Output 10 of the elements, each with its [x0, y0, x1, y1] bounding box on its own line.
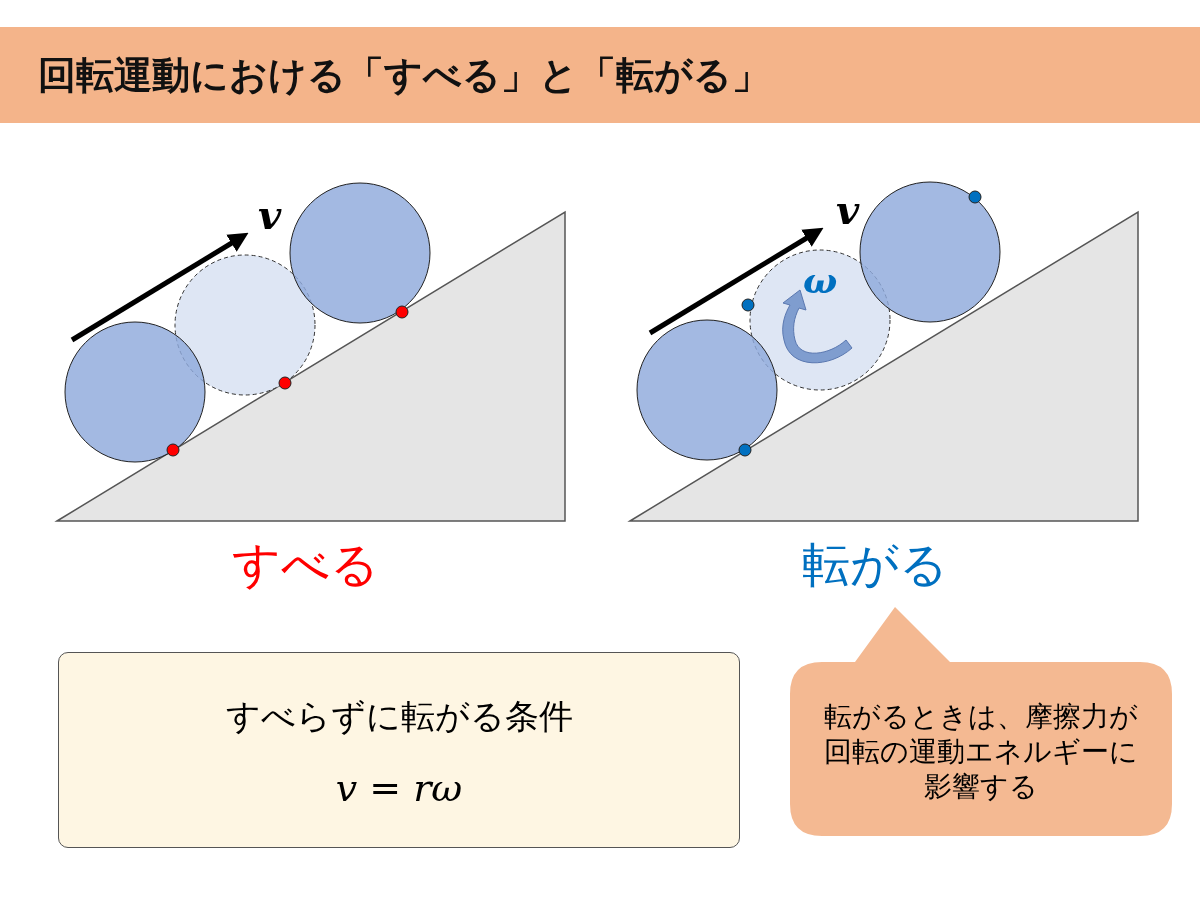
title: 回転運動における「すべる」と「転がる」	[38, 52, 770, 99]
variable-label: v	[836, 190, 860, 230]
caption: 転がる	[801, 540, 949, 588]
variable-label: v	[258, 195, 282, 235]
caption: すべる	[230, 540, 380, 588]
callout-text: 転がるときは、摩擦力が回転の運動エネルギーに影響する	[823, 699, 1139, 804]
formula: v = rω	[334, 765, 464, 812]
condition-heading: すべらずに転がる条件	[224, 695, 574, 738]
variable-label: ω	[803, 262, 838, 298]
condition-box	[58, 652, 740, 848]
